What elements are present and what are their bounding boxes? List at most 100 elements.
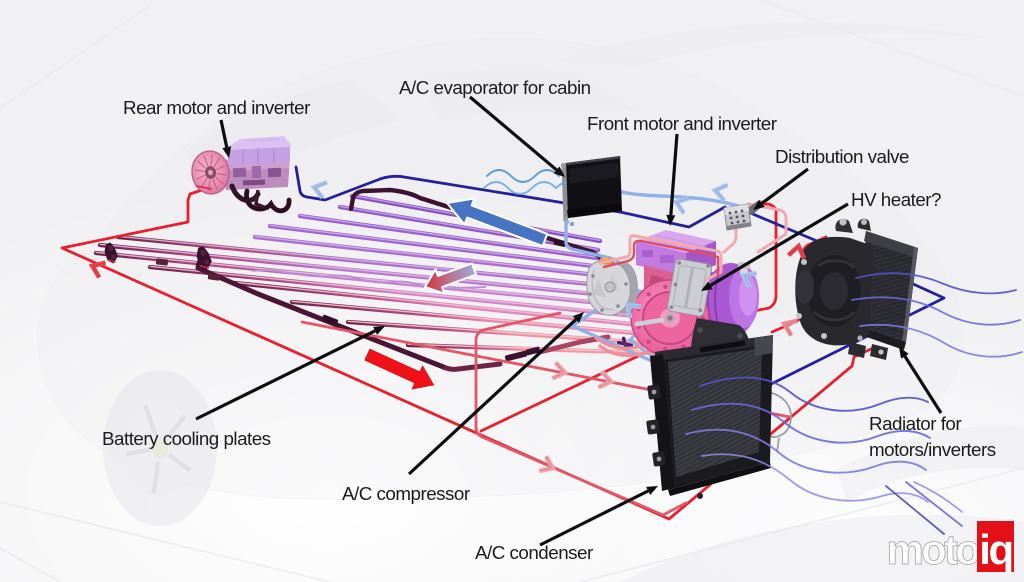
radiator-body-part xyxy=(820,272,848,310)
line-shape xyxy=(299,214,605,259)
line-shape xyxy=(291,300,646,334)
ellipse-shape xyxy=(152,437,168,459)
radiator-body-part xyxy=(821,333,827,339)
ghost-swoosh xyxy=(620,514,1024,582)
line-shape xyxy=(95,251,631,306)
line-shape xyxy=(267,223,612,271)
flow-marker xyxy=(310,180,328,200)
pointer-arrow-to-evaporator xyxy=(468,95,565,177)
line-shape xyxy=(634,317,665,327)
line-shape xyxy=(151,461,161,495)
tube-coupling xyxy=(504,350,528,362)
plate-meander-tube xyxy=(251,269,487,290)
component-distribution-valve-part xyxy=(729,216,733,220)
pointer-arrow-to-radiator xyxy=(899,347,943,414)
path-shape xyxy=(780,318,799,337)
cooling-plate-tube xyxy=(267,223,612,271)
line-shape xyxy=(219,119,229,148)
pipe-lightblue-evap-valve xyxy=(620,190,750,211)
line-shape xyxy=(107,259,116,263)
condenser-body-part xyxy=(697,493,703,499)
line-shape xyxy=(117,235,620,287)
radiator-body-part xyxy=(902,247,918,342)
circle-shape xyxy=(669,305,674,310)
line-shape xyxy=(115,234,622,290)
compressor-body-part xyxy=(588,292,592,296)
label-pointer-arrows xyxy=(195,95,943,547)
path-shape xyxy=(787,246,805,260)
polygon-shape xyxy=(572,312,584,323)
component-distribution-valve-part xyxy=(735,215,739,219)
radiator-body-part xyxy=(860,231,918,342)
line-shape xyxy=(468,95,558,172)
component-distribution-valve-part xyxy=(741,214,745,218)
line-shape xyxy=(215,165,226,171)
flow-arrows xyxy=(361,197,549,392)
component-ac-evaporator-part xyxy=(569,221,575,227)
path-shape xyxy=(92,262,107,279)
plate-manifold-tube xyxy=(348,187,603,260)
cooling-plate-tube xyxy=(289,299,648,337)
path-shape xyxy=(538,455,553,472)
battery-cooling-plate xyxy=(93,187,659,372)
airflow-cond-wave-1 xyxy=(699,376,929,412)
compressor-body-part xyxy=(624,282,628,286)
flow-marker xyxy=(625,302,643,320)
line-shape xyxy=(143,404,158,437)
front-motor-bracket-part xyxy=(737,333,743,339)
mixed-flow-arrow xyxy=(424,262,478,295)
label-distribution-valve: Distribution valve xyxy=(775,146,909,167)
pointer-arrow-to-valve xyxy=(753,167,809,210)
path-shape xyxy=(676,197,691,215)
flow-marker xyxy=(88,260,107,279)
component-distribution-valve-part xyxy=(728,211,732,215)
cooling-plate-tube xyxy=(297,213,607,262)
radiator-body-part xyxy=(863,249,913,334)
condenser-body-part xyxy=(650,424,656,430)
line-shape xyxy=(125,447,151,457)
condenser-body-part xyxy=(754,335,773,356)
path-shape xyxy=(784,320,799,337)
rear-motor-hoses-part xyxy=(195,185,213,190)
radiator-body-part xyxy=(817,259,855,269)
tube-coupling xyxy=(207,273,221,281)
line-shape xyxy=(195,174,206,180)
label-rear-motor: Rear motor and inverter xyxy=(123,97,310,118)
label-ac-evaporator: A/C evaporator for cabin xyxy=(399,77,591,98)
component-ac-evaporator xyxy=(560,156,622,227)
circle-shape xyxy=(673,282,678,287)
pipe-salmon-valve-right xyxy=(746,202,788,254)
labels: Rear motor and inverter A/C evaporator fo… xyxy=(102,77,996,563)
compressor-body-part xyxy=(604,281,616,293)
circle-shape xyxy=(204,259,210,265)
radiator-body-part xyxy=(801,259,807,265)
radiator-body xyxy=(795,218,918,360)
plate-fitting-cluster xyxy=(196,246,212,270)
line-shape xyxy=(254,235,615,277)
ghost-swoosh xyxy=(836,425,1024,502)
front-motor-bracket-part xyxy=(697,327,703,333)
component-distribution-valve-part xyxy=(734,210,738,214)
rear-motor-lower-body-part xyxy=(232,167,247,178)
flow-marker xyxy=(711,182,729,203)
floor-seam xyxy=(759,0,1024,97)
pipe-salmonred-inverter-frame xyxy=(602,239,720,278)
flow-marker xyxy=(780,318,799,337)
cool-flow-arrow xyxy=(446,197,549,248)
component-ac-evaporator-part xyxy=(566,156,621,166)
logo-iq: iq xyxy=(979,526,1012,573)
polygon-shape xyxy=(646,486,658,495)
component-ac-evaporator-part xyxy=(569,162,619,184)
rear-motor-lower-body-part xyxy=(242,179,266,186)
flow-marker xyxy=(672,196,691,215)
flow-marker xyxy=(538,455,557,474)
label-battery-plates: Battery cooling plates xyxy=(102,428,271,449)
line-shape xyxy=(760,167,809,205)
radiator-body-part xyxy=(878,349,884,355)
line-shape xyxy=(269,224,610,268)
radiator-body-part xyxy=(848,342,866,358)
line-shape xyxy=(99,243,625,297)
floor-seam xyxy=(0,501,331,582)
airflow-cond-wave-2 xyxy=(691,402,931,444)
